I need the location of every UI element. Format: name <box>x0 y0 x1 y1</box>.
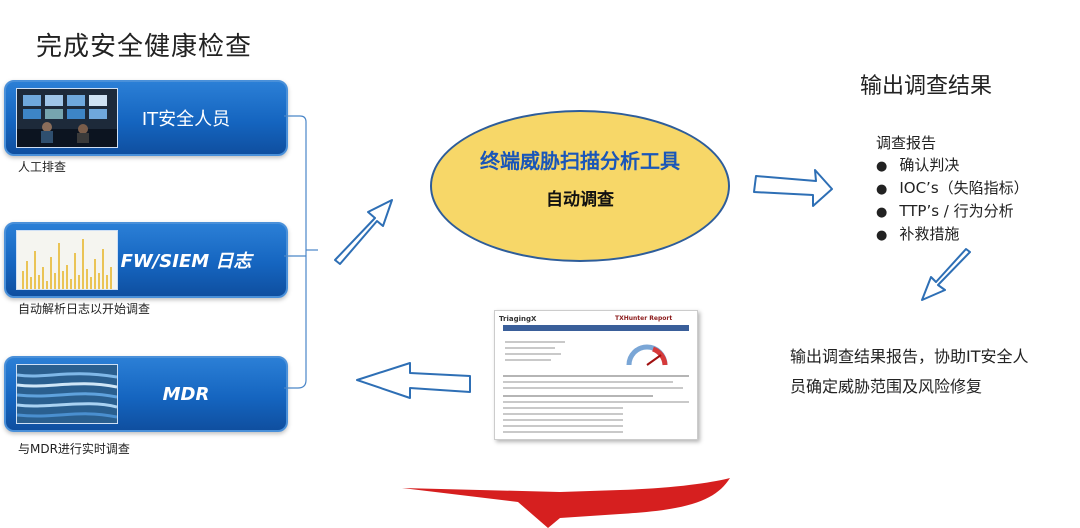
report-preview: TriagingX TXHunter Report <box>494 310 698 440</box>
report-text-line <box>503 381 673 383</box>
report-text-line <box>505 347 555 349</box>
log-chart-photo <box>16 230 118 290</box>
report-item-label: IOC’s（失陷指标） <box>899 179 1029 197</box>
arrow-down-left-icon <box>921 248 971 301</box>
arrow-up-right-icon <box>334 199 393 265</box>
source-card-mdr: MDR <box>4 356 288 432</box>
tool-subtitle: 自动调查 <box>546 190 614 210</box>
report-nav-bar <box>503 325 689 331</box>
report-logo: TriagingX <box>499 315 537 323</box>
report-text-line <box>503 401 689 403</box>
source-bracket <box>284 115 318 389</box>
source-caption: 与MDR进行实时调查 <box>18 442 130 456</box>
tool-title: 终端威胁扫描分析工具 <box>480 149 680 173</box>
report-item: 补救措施 <box>876 223 1029 246</box>
report-item: 确认判决 <box>876 154 1029 177</box>
report-items: 确认判决 IOC’s（失陷指标） TTP’s / 行为分析 补救措施 <box>876 154 1029 246</box>
report-text-line <box>503 413 623 415</box>
report-item: IOC’s（失陷指标） <box>876 177 1029 200</box>
report-text-line <box>503 425 623 427</box>
report-text-line <box>503 375 689 377</box>
report-text-line <box>503 407 623 409</box>
main-title: 完成安全健康检查 <box>36 32 253 62</box>
source-card-fw-siem: FW/SIEM 日志 <box>4 222 288 298</box>
report-heading: 调查报告 <box>876 134 937 152</box>
report-title: TXHunter Report <box>615 315 673 322</box>
report-text-line <box>505 341 565 343</box>
report-text-line <box>505 359 551 361</box>
output-summary: 输出调查结果报告，协助IT安全人员确定威胁范围及风险修复 <box>790 347 1029 396</box>
output-title: 输出调查结果 <box>860 74 993 99</box>
source-caption: 自动解析日志以开始调查 <box>18 302 151 316</box>
source-label: IT安全人员 <box>141 109 231 130</box>
arrow-right-icon <box>753 169 833 207</box>
source-label: MDR <box>162 383 210 405</box>
arrow-left-icon <box>356 362 471 399</box>
report-item-label: 确认判决 <box>899 156 960 174</box>
control-room-photo <box>16 88 118 148</box>
risk-gauge-icon <box>626 344 668 366</box>
report-item-label: TTP’s / 行为分析 <box>899 202 1014 220</box>
report-item: TTP’s / 行为分析 <box>876 200 1029 223</box>
analysis-tool-node <box>430 110 730 262</box>
report-text-line <box>503 419 623 421</box>
network-cables-photo <box>16 364 118 424</box>
source-card-it-staff: IT安全人员 <box>4 80 288 156</box>
report-text-line <box>503 395 653 397</box>
report-text-line <box>503 387 683 389</box>
source-caption: 人工排查 <box>18 160 67 174</box>
report-text-line <box>505 353 561 355</box>
report-item-label: 补救措施 <box>899 225 960 243</box>
source-label: FW/SIEM 日志 <box>120 251 252 272</box>
loop-back-arrow-icon <box>402 478 730 528</box>
report-text-line <box>503 431 623 433</box>
